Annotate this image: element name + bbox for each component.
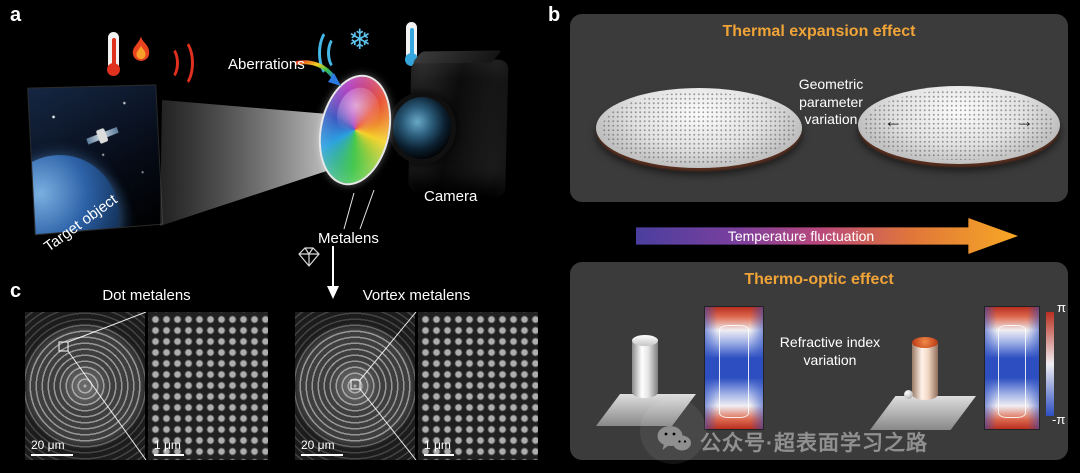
panel-a-label: a — [10, 4, 21, 27]
microsphere — [904, 390, 913, 399]
dot-metalens-image: 20 μm 1 μm — [25, 312, 268, 460]
expansion-arrow-right-icon: → — [1016, 111, 1034, 132]
wechat-icon — [656, 424, 692, 454]
camera-lens-icon — [388, 92, 456, 164]
nanopillar-hot — [912, 338, 938, 400]
geometric-variation-label: Geometric parameter variation — [776, 76, 886, 129]
nanopillar-cold — [632, 336, 658, 398]
thermal-expansion-box: Thermal expansion effect ← → Geometric p… — [570, 14, 1068, 202]
scale-bar: 20 μm — [301, 439, 343, 456]
thermo-optic-title: Thermo-optic effect — [570, 271, 1068, 289]
aberrations-label: Aberrations — [228, 56, 305, 73]
refractive-variation-label: Refractive index variation — [776, 334, 884, 369]
watermark-text: 公众号·超表面学习之路 — [700, 427, 928, 457]
camera-label: Camera — [424, 188, 477, 205]
phase-colorbar — [1046, 312, 1054, 416]
temperature-fluctuation-arrow: Temperature fluctuation — [636, 218, 1018, 254]
scale-bar: 1 μm — [424, 439, 454, 456]
panel-b-label: b — [548, 4, 560, 27]
metalens-label: Metalens — [318, 230, 379, 247]
panel-c-label: c — [10, 280, 21, 303]
colorbar-pi-label: π — [1057, 300, 1066, 315]
expansion-arrow-left-icon: ← — [884, 111, 902, 132]
field-map-cold — [704, 306, 764, 430]
thermal-expansion-title: Thermal expansion effect — [570, 23, 1068, 41]
scale-bar: 1 μm — [154, 439, 184, 456]
temperature-fluctuation-label: Temperature fluctuation — [636, 228, 966, 244]
field-map-hot — [984, 306, 1040, 430]
vortex-metalens-image: 20 μm 1 μm — [295, 312, 538, 460]
substrate-platform — [870, 396, 976, 430]
metalens-disk-expanded: ← → — [858, 86, 1060, 164]
scale-bar: 20 μm — [31, 439, 73, 456]
metalens-disk-normal — [596, 88, 802, 168]
colorbar-minus-pi-label: -π — [1052, 412, 1065, 427]
